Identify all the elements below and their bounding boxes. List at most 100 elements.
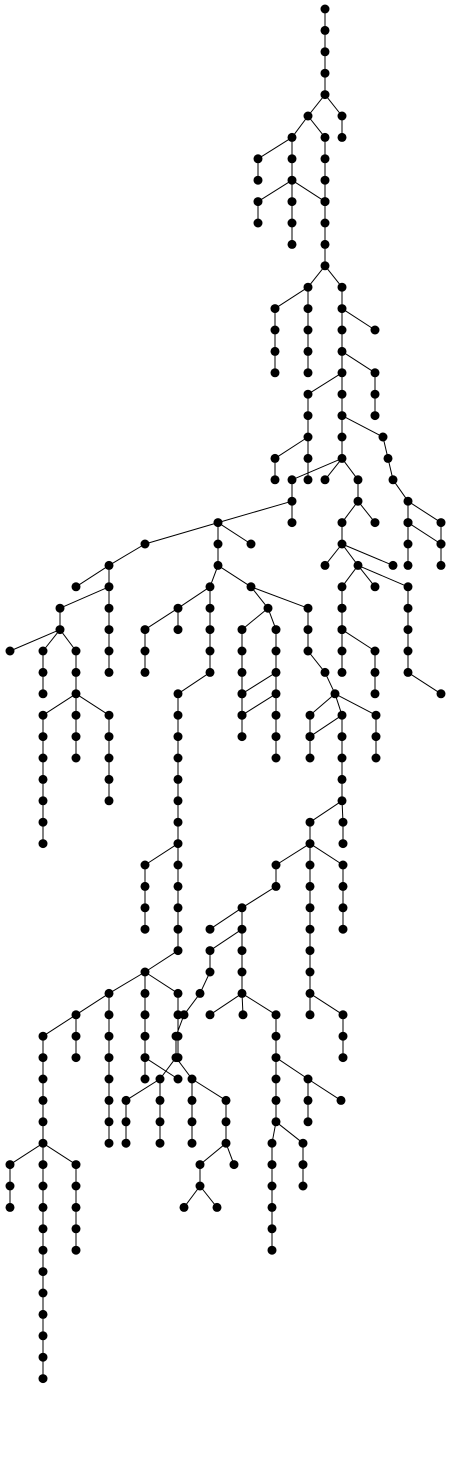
tree-node xyxy=(271,625,281,635)
tree-node xyxy=(403,625,413,635)
tree-node xyxy=(320,68,330,78)
tree-node xyxy=(38,1138,48,1148)
tree-node xyxy=(403,518,413,528)
tree-node xyxy=(140,860,150,870)
tree-edge xyxy=(341,350,376,374)
tree-node xyxy=(104,1010,114,1020)
tree-node xyxy=(337,389,347,399)
tree-edge xyxy=(307,94,326,117)
tree-node xyxy=(270,453,280,463)
tree-node xyxy=(436,689,446,699)
tree-node xyxy=(320,132,330,142)
tree-node xyxy=(337,796,347,806)
tree-node xyxy=(271,689,281,699)
tree-node xyxy=(38,710,48,720)
tree-edge xyxy=(144,843,179,866)
tree-node xyxy=(305,710,315,720)
tree-node xyxy=(140,988,150,998)
tree-node xyxy=(271,753,281,763)
tree-node xyxy=(38,839,48,849)
tree-node xyxy=(140,903,150,913)
tree-node xyxy=(71,753,81,763)
tree-node xyxy=(338,839,348,849)
tree-node xyxy=(55,603,65,613)
tree-node xyxy=(71,582,81,592)
tree-node xyxy=(305,732,315,742)
tree-node xyxy=(298,1160,308,1170)
tree-node xyxy=(205,603,215,613)
tree-edge xyxy=(241,693,277,716)
tree-node xyxy=(353,475,363,485)
tree-edge xyxy=(275,1121,304,1144)
tree-edge xyxy=(324,543,343,566)
tree-node xyxy=(38,774,48,784)
tree-edge xyxy=(108,971,146,994)
tree-node xyxy=(338,881,348,891)
tree-node xyxy=(436,539,446,549)
tree-edge xyxy=(241,992,277,1016)
tree-node xyxy=(303,325,313,335)
tree-node xyxy=(104,1095,114,1105)
tree-node xyxy=(271,1010,281,1020)
tree-node xyxy=(173,625,183,635)
tree-node xyxy=(303,453,313,463)
tree-edge xyxy=(275,1057,309,1080)
tree-edge xyxy=(324,265,343,288)
tree-edge xyxy=(257,179,293,203)
tree-edge xyxy=(241,671,277,695)
tree-node xyxy=(104,1074,114,1084)
tree-node xyxy=(104,732,114,742)
tree-node xyxy=(38,1352,48,1362)
tree-edge xyxy=(257,136,293,160)
tree-node xyxy=(140,881,150,891)
tree-node xyxy=(173,1074,183,1084)
tree-node xyxy=(71,646,81,656)
tree-node xyxy=(370,389,380,399)
tree-node xyxy=(303,411,313,421)
tree-edge xyxy=(307,372,343,395)
tree-node xyxy=(173,796,183,806)
tree-node xyxy=(270,304,280,314)
tree-node xyxy=(173,774,183,784)
tree-edge xyxy=(307,115,326,138)
tree-node xyxy=(305,839,315,849)
tree-node xyxy=(287,475,297,485)
tree-node xyxy=(38,1245,48,1255)
tree-edge xyxy=(75,693,110,716)
tree-node xyxy=(253,175,263,185)
tree-node xyxy=(238,1010,248,1020)
tree-node xyxy=(370,689,380,699)
tree-edge xyxy=(125,1078,161,1101)
tree-node xyxy=(173,946,183,956)
tree-node xyxy=(205,967,215,977)
tree-node xyxy=(173,710,183,720)
tree-node xyxy=(38,1267,48,1277)
tree-node xyxy=(237,903,247,913)
tree-node xyxy=(237,946,247,956)
tree-node xyxy=(246,582,256,592)
tree-edge xyxy=(357,500,376,523)
tree-node xyxy=(38,1160,48,1170)
tree-node xyxy=(38,1202,48,1212)
tree-edge xyxy=(217,564,252,588)
tree-edge xyxy=(309,693,336,716)
tree-node xyxy=(213,518,223,528)
tree-node xyxy=(337,282,347,292)
tree-node xyxy=(337,710,347,720)
tree-node xyxy=(212,1202,222,1212)
tree-node xyxy=(271,732,281,742)
tree-node xyxy=(370,325,380,335)
tree-edge xyxy=(341,543,394,566)
tree-node xyxy=(38,1074,48,1084)
tree-node xyxy=(303,1095,313,1105)
tree-node xyxy=(287,175,297,185)
tree-edge xyxy=(309,800,343,823)
tree-node xyxy=(338,1053,348,1063)
tree-node xyxy=(303,368,313,378)
tree-node xyxy=(320,47,330,57)
tree-edge xyxy=(291,179,326,203)
tree-node xyxy=(253,218,263,228)
tree-node xyxy=(305,988,315,998)
tree-node xyxy=(237,967,247,977)
tree-node xyxy=(38,1117,48,1127)
